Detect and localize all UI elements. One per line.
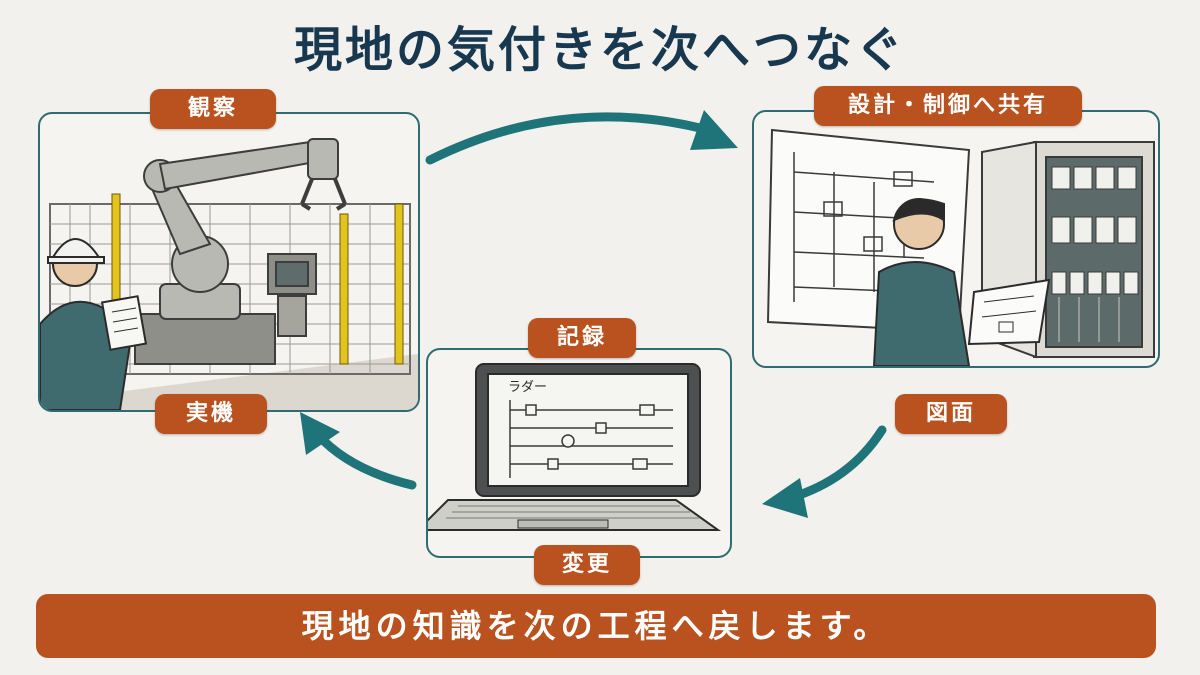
arrow-record-to-observe <box>313 430 417 490</box>
ladder-diagram-icon <box>509 400 673 478</box>
record-panel: ラダー <box>426 348 732 558</box>
laptop-screen-title: ラダー <box>508 380 548 395</box>
robot-arm-icon <box>134 138 347 365</box>
page-title: 現地の気付きを次へつなぐ <box>293 22 906 78</box>
cycle-arrow-icon <box>300 110 808 518</box>
machine-monitor-icon <box>267 253 317 337</box>
control-cabinet-icon <box>981 140 1155 359</box>
control-panel-illustration <box>766 128 1155 366</box>
record-label: 記録 <box>528 318 636 358</box>
observe-panel <box>38 112 420 412</box>
record-sublabel: 変更 <box>534 545 640 585</box>
robot-cell-illustration <box>40 138 418 410</box>
share-sublabel: 図面 <box>895 394 1007 434</box>
laptop-illustration <box>428 363 722 531</box>
observe-sublabel: 実機 <box>155 394 267 434</box>
worker-icon <box>40 238 148 410</box>
engineer-icon <box>872 198 1051 366</box>
share-panel <box>752 110 1160 368</box>
share-label: 設計・制御へ共有 <box>814 86 1082 126</box>
summary-banner: 現地の知識を次の工程へ戻します。 <box>36 594 1156 658</box>
observe-label: 観察 <box>150 89 276 129</box>
arrow-observe-to-share <box>425 112 705 165</box>
arrow-share-to-record <box>785 425 887 503</box>
